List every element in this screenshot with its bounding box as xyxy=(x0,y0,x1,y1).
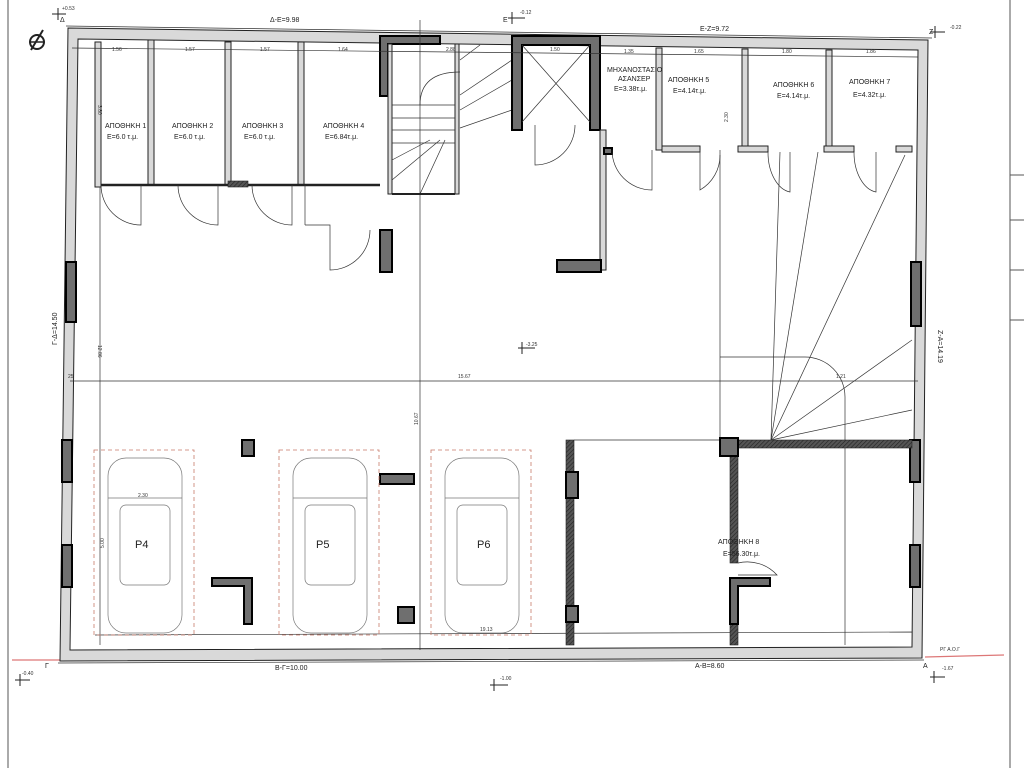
dim-radius: 1.21 xyxy=(836,374,846,380)
dim-w4: 1.64 xyxy=(338,47,348,53)
svg-text:Ε=6.0 τ.μ.: Ε=6.0 τ.μ. xyxy=(174,134,205,141)
parking-bays xyxy=(93,449,532,636)
room-storage-4: ΑΠΟΘΗΚΗ 4 Ε=6.84τ.μ. xyxy=(323,123,364,141)
svg-text:Ε=6.0 τ.μ.: Ε=6.0 τ.μ. xyxy=(244,134,275,141)
svg-text:ΑΣΑΝΣΕΡ: ΑΣΑΝΣΕΡ xyxy=(618,76,651,83)
dim-machine: 1.35 xyxy=(624,49,634,55)
dim-vertical-left: 12.86 xyxy=(96,345,102,358)
dim-span: 15.67 xyxy=(458,374,471,380)
svg-text:Ε=56.30τ.μ.: Ε=56.30τ.μ. xyxy=(723,551,760,558)
storage-partitions-right xyxy=(603,47,913,155)
svg-text:ΑΠΟΘΗΚΗ 6: ΑΠΟΘΗΚΗ 6 xyxy=(773,82,814,89)
level-bottom-left: -0.40 xyxy=(22,671,34,677)
lift-shaft xyxy=(511,35,607,273)
storage-partitions-left xyxy=(94,39,380,188)
dim-w3: 1.57 xyxy=(260,47,270,53)
room-machine-lift: ΜΗΧΑΝΟΣΤΑΣΙΟ ΑΣΑΝΣΕΡ Ε=3.38τ.μ. xyxy=(607,67,663,93)
parking-label-p6: P6 xyxy=(477,539,490,551)
ground-label: ΡΓ Α.Ο.Γ xyxy=(940,647,960,653)
room-storage-1: ΑΠΟΘΗΚΗ 1 Ε=6.0 τ.μ. xyxy=(105,123,146,141)
svg-text:Ε=3.38τ.μ.: Ε=3.38τ.μ. xyxy=(614,86,647,93)
dim-bottom-span: 19.13 xyxy=(480,627,493,633)
svg-text:Ε=6.84τ.μ.: Ε=6.84τ.μ. xyxy=(325,134,358,141)
dim-r7: 1.86 xyxy=(866,49,876,55)
side-ad: Α-Β=8.60 xyxy=(695,663,724,670)
room-storage-5: ΑΠΟΘΗΚΗ 5 Ε=4.14τ.μ. xyxy=(668,77,709,95)
parking-label-p4: P4 xyxy=(135,539,148,551)
north-arrow-icon xyxy=(29,29,45,51)
stair-core xyxy=(379,20,513,650)
svg-text:ΑΠΟΘΗΚΗ 2: ΑΠΟΘΗΚΗ 2 xyxy=(172,123,213,130)
svg-text:ΑΠΟΘΗΚΗ 7: ΑΠΟΘΗΚΗ 7 xyxy=(849,79,890,86)
room-storage-2: ΑΠΟΘΗΚΗ 2 Ε=6.0 τ.μ. xyxy=(172,123,213,141)
level-top-right: -0.22 xyxy=(950,25,962,31)
corner-epsilon: E xyxy=(503,17,508,24)
dim-depth-right: 2.30 xyxy=(724,112,730,122)
room-storage-6: ΑΠΟΘΗΚΗ 6 Ε=4.14τ.μ. xyxy=(773,82,814,100)
room-storage-7: ΑΠΟΘΗΚΗ 7 Ε=4.32τ.μ. xyxy=(849,79,890,99)
ramp xyxy=(719,150,913,645)
svg-text:ΑΠΟΘΗΚΗ 3: ΑΠΟΘΗΚΗ 3 xyxy=(242,123,283,130)
svg-text:Ε=4.14τ.μ.: Ε=4.14τ.μ. xyxy=(673,88,706,95)
dim-vertical-mid: 10.67 xyxy=(414,412,420,425)
dim-car-length: 5.00 xyxy=(100,538,106,548)
corner-delta: Δ xyxy=(60,17,65,24)
room-storage-3: ΑΠΟΘΗΚΗ 3 Ε=6.0 τ.μ. xyxy=(242,123,283,141)
dim-wall: 25 xyxy=(68,374,74,380)
level-center: -3.25 xyxy=(526,342,538,348)
dim-lift: 1.50 xyxy=(550,47,560,53)
svg-text:ΑΠΟΘΗΚΗ 5: ΑΠΟΘΗΚΗ 5 xyxy=(668,77,709,84)
side-ez: Ε-Ζ=9.72 xyxy=(700,26,729,33)
corner-alpha: A xyxy=(923,663,928,670)
svg-text:ΑΠΟΘΗΚΗ 4: ΑΠΟΘΗΚΗ 4 xyxy=(323,123,364,130)
room-storage-8: ΑΠΟΘΗΚΗ 8 Ε=56.30τ.μ. xyxy=(718,539,760,558)
level-bottom-mid: -1.00 xyxy=(500,676,512,682)
dim-stair: 2.88 xyxy=(446,47,456,53)
side-gd: Γ-Δ=14.50 xyxy=(52,312,59,345)
level-top-left: +0.53 xyxy=(62,6,75,12)
ground-line-right xyxy=(924,654,1005,658)
svg-text:Ε=4.14τ.μ.: Ε=4.14τ.μ. xyxy=(777,93,810,100)
corner-gamma: Γ xyxy=(45,663,49,670)
dim-w1: 1.56 xyxy=(112,47,122,53)
perimeter-columns xyxy=(61,261,922,588)
svg-text:ΑΠΟΘΗΚΗ 1: ΑΠΟΘΗΚΗ 1 xyxy=(105,123,146,130)
side-za: Ζ-Α=14.19 xyxy=(936,330,943,363)
dim-r5: 1.65 xyxy=(694,49,704,55)
dim-car-width: 2.30 xyxy=(138,493,148,499)
side-bg: Β-Γ=10.00 xyxy=(275,665,308,672)
level-markers xyxy=(15,8,945,691)
storage-8-room xyxy=(565,437,913,646)
storage-doors-right xyxy=(611,149,877,193)
interior-columns xyxy=(211,439,415,625)
corner-zeta: Z xyxy=(929,29,934,36)
svg-text:Ε=4.32τ.μ.: Ε=4.32τ.μ. xyxy=(853,92,886,99)
svg-text:ΜΗΧΑΝΟΣΤΑΣΙΟ: ΜΗΧΑΝΟΣΤΑΣΙΟ xyxy=(607,67,663,74)
dim-depth-left: 3.80 xyxy=(96,105,102,115)
level-top-mid: -0.12 xyxy=(520,10,532,16)
side-de: Δ-Ε=9.98 xyxy=(270,17,299,24)
svg-text:ΑΠΟΘΗΚΗ 8: ΑΠΟΘΗΚΗ 8 xyxy=(718,539,759,546)
parking-label-p5: P5 xyxy=(316,539,329,551)
dim-r6: 1.80 xyxy=(782,49,792,55)
storage-doors-left xyxy=(100,184,371,271)
dim-w2: 1.57 xyxy=(185,47,195,53)
level-bottom-right: -1.67 xyxy=(942,666,954,672)
svg-text:Ε=6.0 τ.μ.: Ε=6.0 τ.μ. xyxy=(107,134,138,141)
